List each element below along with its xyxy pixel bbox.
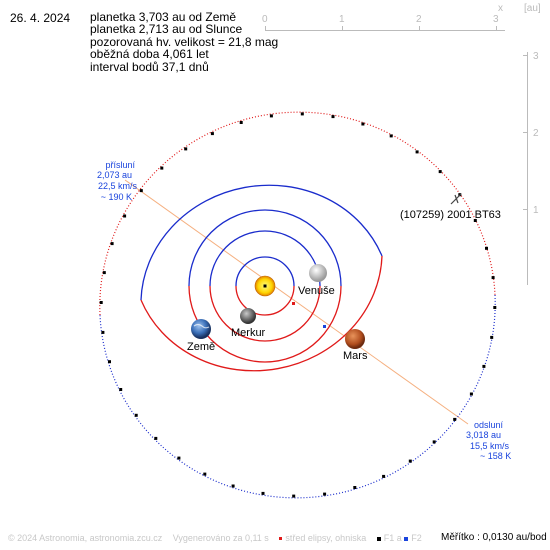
interval-point xyxy=(231,484,235,488)
interval-point xyxy=(102,271,106,275)
interval-point xyxy=(239,121,243,124)
interval-point xyxy=(300,112,304,116)
footer-foci-legend: F1 a F2 xyxy=(376,533,422,543)
asteroid-name: (107259) 2001 BT63 xyxy=(400,209,501,221)
venus-label: Venuše xyxy=(298,285,335,297)
aphelion-temperature: ~ 158 K xyxy=(480,451,511,461)
interval-point xyxy=(323,492,327,496)
footer-copyright[interactable]: © 2024 Astronomia, astronomia.zcu.cz xyxy=(8,533,163,543)
interval-point xyxy=(331,115,335,119)
interval-point xyxy=(184,147,188,151)
interval-point xyxy=(469,392,473,396)
interval-point xyxy=(473,219,477,222)
aphelion-speed: 15,5 km/s xyxy=(470,441,510,451)
interval-points xyxy=(99,112,497,498)
interval-point xyxy=(415,150,419,154)
perihelion-temperature: ~ 190 K xyxy=(101,192,132,202)
interval-point xyxy=(361,122,365,126)
info-period: oběžná doba 4,061 let xyxy=(90,47,209,62)
footer-generated: Vygenerováno za 0,11 s xyxy=(172,533,269,543)
y-tick-2: 2 xyxy=(533,128,539,139)
interval-point xyxy=(269,114,273,118)
mercury xyxy=(240,308,256,324)
focus-f2-marker xyxy=(323,325,326,328)
sun-center xyxy=(263,284,267,288)
earth-label: Země xyxy=(187,341,215,353)
aphelion-title: odsluní xyxy=(474,420,504,430)
planet-orbits xyxy=(140,184,383,372)
interval-point xyxy=(210,132,214,136)
interval-point xyxy=(292,494,296,498)
perihelion-speed: 22,5 km/s xyxy=(98,181,138,191)
venus xyxy=(309,264,327,282)
y-tick-1: 1 xyxy=(533,205,539,216)
x-tick-3: 3 xyxy=(493,14,499,25)
interval-point xyxy=(453,417,457,421)
footer-ellipse-legend: střed elipsy, ohniska xyxy=(279,533,366,543)
y-tick-3: 3 xyxy=(533,51,539,62)
asteroid-marker xyxy=(450,193,462,205)
info-sun-distance: planetka 2,713 au od Slunce xyxy=(90,22,243,37)
info-panel: planetka 3,703 au od Země planetka 2,713… xyxy=(90,11,278,73)
mercury-label: Merkur xyxy=(231,327,266,339)
scale-label: Měřítko : 0,0130 au/bod xyxy=(441,532,547,543)
interval-point xyxy=(110,242,114,246)
perihelion-title: přísluní xyxy=(105,160,135,170)
interval-point xyxy=(139,189,143,193)
x-axis-label: x xyxy=(498,3,503,14)
earth-clouds xyxy=(193,323,210,329)
interval-point xyxy=(177,456,181,460)
interval-point xyxy=(154,436,158,440)
info-magnitude: pozorovaná hv. velikost = 21,8 mag xyxy=(90,34,279,49)
perihelion-distance: 2,073 au xyxy=(97,170,132,180)
apsidal-line xyxy=(124,179,469,425)
aphelion-distance: 3,018 au xyxy=(466,430,501,440)
interval-point xyxy=(490,335,494,339)
info-interval: interval bodů 37,1 dnů xyxy=(90,59,209,74)
earth xyxy=(191,319,211,339)
x-tick-1: 1 xyxy=(339,14,345,25)
interval-point xyxy=(119,388,123,391)
mars-label: Mars xyxy=(343,350,368,362)
interval-point xyxy=(123,214,127,218)
interval-point xyxy=(491,276,495,280)
date-label: 26. 4. 2024 xyxy=(10,11,71,25)
interval-point xyxy=(493,306,497,309)
interval-point xyxy=(203,472,207,476)
unit-label: [au] xyxy=(524,3,541,14)
mars xyxy=(345,329,365,349)
asteroid-orbit xyxy=(99,111,496,499)
interval-point xyxy=(134,413,138,417)
interval-point xyxy=(485,246,488,250)
interval-point xyxy=(389,134,393,138)
interval-point xyxy=(99,301,103,304)
interval-point xyxy=(160,166,164,170)
axis-frame xyxy=(265,26,528,285)
ellipse-center-marker xyxy=(292,302,295,305)
x-tick-2: 2 xyxy=(416,14,422,25)
interval-point xyxy=(438,170,442,174)
interval-point xyxy=(408,459,412,463)
x-tick-0: 0 xyxy=(262,14,268,25)
interval-point xyxy=(101,330,105,334)
interval-point xyxy=(432,440,436,444)
footer: © 2024 Astronomia, astronomia.zcu.cz Vyg… xyxy=(8,533,430,543)
interval-point xyxy=(353,486,357,489)
interval-point xyxy=(261,491,265,495)
interval-point xyxy=(482,364,486,368)
info-earth-distance: planetka 3,703 au od Země xyxy=(90,10,237,24)
interval-point xyxy=(108,360,111,364)
interval-point xyxy=(382,474,386,478)
